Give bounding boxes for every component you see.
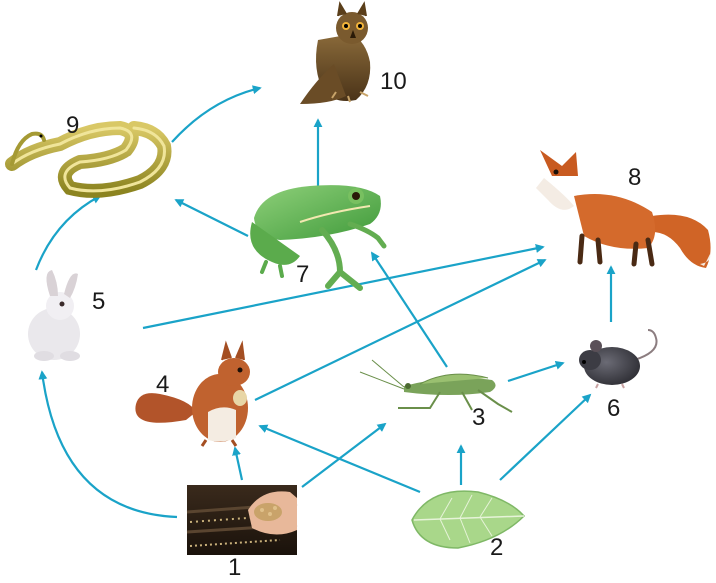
label-5: 5 xyxy=(92,290,105,314)
snake-icon xyxy=(12,128,165,191)
arrow-1-to-4 xyxy=(235,448,242,480)
frog-icon xyxy=(250,185,384,288)
arrow-1-to-3 xyxy=(302,424,385,487)
label-10: 10 xyxy=(380,70,407,94)
label-4: 4 xyxy=(156,373,169,397)
owl-icon xyxy=(300,4,370,104)
label-2: 2 xyxy=(490,536,503,560)
squirrel-icon xyxy=(135,344,250,446)
rabbit-icon xyxy=(28,270,80,361)
label-6: 6 xyxy=(607,397,620,421)
label-9: 9 xyxy=(66,114,79,138)
fox-icon xyxy=(536,150,711,268)
arrow-5-to-8 xyxy=(143,247,543,328)
arrow-3-to-6 xyxy=(508,363,563,381)
seeds-in-hand-icon xyxy=(187,485,297,555)
label-8: 8 xyxy=(628,166,641,190)
label-7: 7 xyxy=(296,263,309,287)
arrow-9-to-10 xyxy=(172,88,260,142)
grasshopper-icon xyxy=(360,360,512,412)
arrow-3-to-7 xyxy=(372,253,447,367)
arrow-7-to-9 xyxy=(176,200,248,236)
arrow-2-to-6 xyxy=(500,395,590,480)
mouse-icon xyxy=(579,330,657,388)
label-3: 3 xyxy=(472,406,485,430)
arrow-2-to-4 xyxy=(260,426,420,492)
leaf-icon xyxy=(412,491,524,548)
arrow-5-to-9 xyxy=(36,196,100,270)
label-1: 1 xyxy=(228,556,241,580)
